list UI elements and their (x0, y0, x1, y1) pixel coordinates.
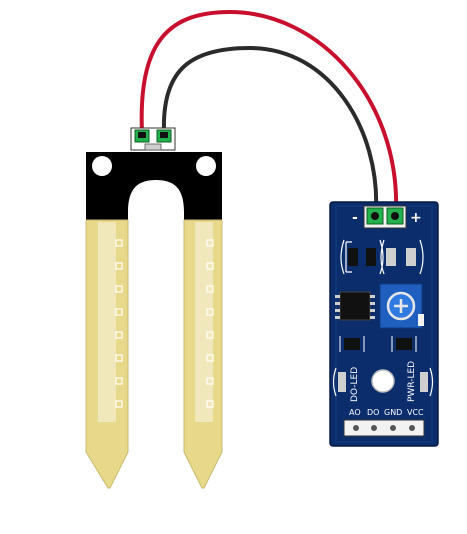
prong-trace-mark (115, 377, 123, 385)
mounting-hole-left (92, 156, 112, 176)
polarity-minus-label: - (352, 210, 358, 226)
prong-trace-mark (206, 354, 214, 362)
prong-trace-mark (115, 308, 123, 316)
pwr-led-label: PWR-LED (407, 361, 417, 402)
potentiometer (379, 283, 424, 329)
prong-trace-mark (115, 239, 123, 247)
potentiometer-screw-icon (394, 299, 408, 313)
prong-trace-mark (115, 331, 123, 339)
pin-label-do: DO (367, 408, 379, 417)
pin-label-ao: AO (349, 408, 361, 417)
prong-trace-mark (206, 331, 214, 339)
do-led-label: DO-LED (350, 367, 360, 402)
prong-trace-mark (206, 377, 214, 385)
pin-label-gnd: GND (384, 408, 402, 417)
pin-vcc (409, 425, 415, 431)
pin-ao (353, 425, 359, 431)
sensor-module: - + (329, 201, 439, 447)
comparator-chip (335, 291, 375, 321)
soil-probe (85, 127, 223, 489)
probe-header (86, 152, 222, 220)
prong-trace-mark (206, 308, 214, 316)
prong-trace-mark (206, 400, 214, 408)
pin-do (371, 425, 377, 431)
mounting-hole-right (196, 156, 216, 176)
prong-trace-mark (115, 285, 123, 293)
prong-trace-mark (115, 354, 123, 362)
prong-trace-mark (206, 239, 214, 247)
polarity-plus-label: + (410, 210, 422, 226)
prong-trace-mark (206, 285, 214, 293)
module-mounting-hole (371, 369, 395, 393)
pin-label-vcc: VCC (407, 408, 424, 417)
black-wire (161, 45, 379, 214)
smd-resistor-row (340, 239, 424, 275)
smd-component-row (339, 336, 417, 352)
prong-trace-mark (206, 262, 214, 270)
pwr-led (420, 367, 434, 397)
red-wire (139, 9, 399, 214)
module-pin-header (343, 419, 425, 437)
prong-trace-mark (115, 262, 123, 270)
pin-gnd (390, 425, 396, 431)
do-led (332, 367, 346, 397)
prong-trace-mark (115, 400, 123, 408)
